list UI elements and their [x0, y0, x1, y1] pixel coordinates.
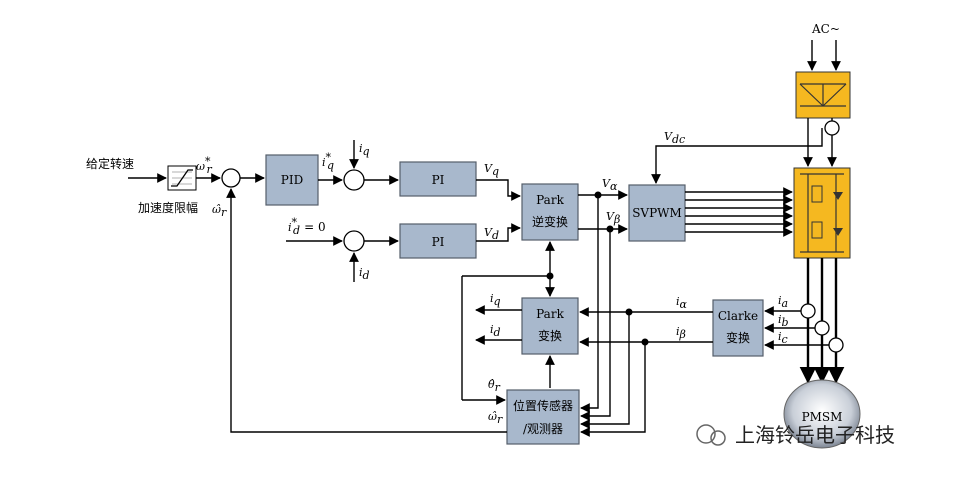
clarke-label-1: Clarke [718, 309, 758, 323]
ialpha-label: iα [676, 295, 688, 311]
ia-sensor [800, 303, 816, 319]
id-ref-label: i*d= 0 [288, 216, 326, 237]
ic-sensor [828, 337, 844, 353]
accel-limit-label: 加速度限幅 [138, 200, 198, 215]
vbeta-label: Vβ [606, 210, 620, 226]
accel-limit-block [167, 165, 197, 191]
inverse-park-block [521, 183, 579, 241]
omega-ref-label: ω*r [196, 155, 212, 176]
park-label-2: 变换 [538, 328, 562, 343]
iq-fb-label: iq [359, 142, 370, 158]
inverse-park-label-1: Park [536, 193, 564, 207]
observer-label-2: /观测器 [523, 422, 563, 436]
ac-label: AC~ [811, 22, 840, 36]
rectifier-block [795, 71, 851, 119]
park-id-label: id [490, 323, 501, 339]
vq-label: Vq [484, 162, 499, 178]
theta-label: θ̂r [488, 378, 501, 394]
pi-q-label: PI [432, 173, 445, 187]
inverter-block [793, 167, 851, 259]
ib-label: ib [778, 313, 789, 329]
clarke-block [712, 299, 764, 357]
ic-label: ic [778, 330, 788, 346]
vdc-sensor [824, 120, 840, 136]
vd-label: Vd [484, 226, 499, 242]
observer-label-1: 位置传感器 [513, 398, 573, 413]
park-iq-label: iq [490, 292, 501, 308]
pwm-signal-lines [685, 187, 793, 237]
inverse-park-label-2: 逆变换 [532, 214, 568, 229]
pmsm-motor [783, 379, 861, 449]
watermark-text: 上海铃岳电子科技 [735, 423, 895, 447]
clarke-label-2: 变换 [726, 330, 750, 345]
ia-label: ia [778, 294, 788, 310]
speed-ref-label: 给定转速 [86, 156, 134, 171]
wechat-watermark: 上海铃岳电子科技 [696, 423, 895, 447]
speed-sum-junction [221, 168, 241, 188]
id-sum-junction [343, 230, 365, 252]
pi-q-block [399, 161, 477, 197]
id-fb-label: id [359, 266, 370, 282]
ibeta-label: iβ [676, 325, 686, 341]
pid-label: PID [281, 173, 303, 187]
park-label-1: Park [536, 307, 564, 321]
valpha-label: Vα [602, 177, 618, 193]
pi-d-label: PI [432, 235, 445, 249]
omega-est-label: ω̂r [488, 410, 503, 426]
omega-fb-label: ω̂r [212, 203, 227, 219]
iq-sum-junction [343, 169, 365, 191]
vdc-label: Vdc [664, 130, 685, 146]
pmsm-label: PMSM [802, 410, 843, 424]
park-block [521, 297, 579, 355]
pi-d-block [399, 223, 477, 259]
ib-sensor [814, 320, 830, 336]
svpwm-label: SVPWM [632, 206, 682, 220]
position-observer-block [506, 389, 580, 445]
iq-ref-label: i*q [322, 151, 334, 172]
svpwm-block [628, 184, 686, 242]
